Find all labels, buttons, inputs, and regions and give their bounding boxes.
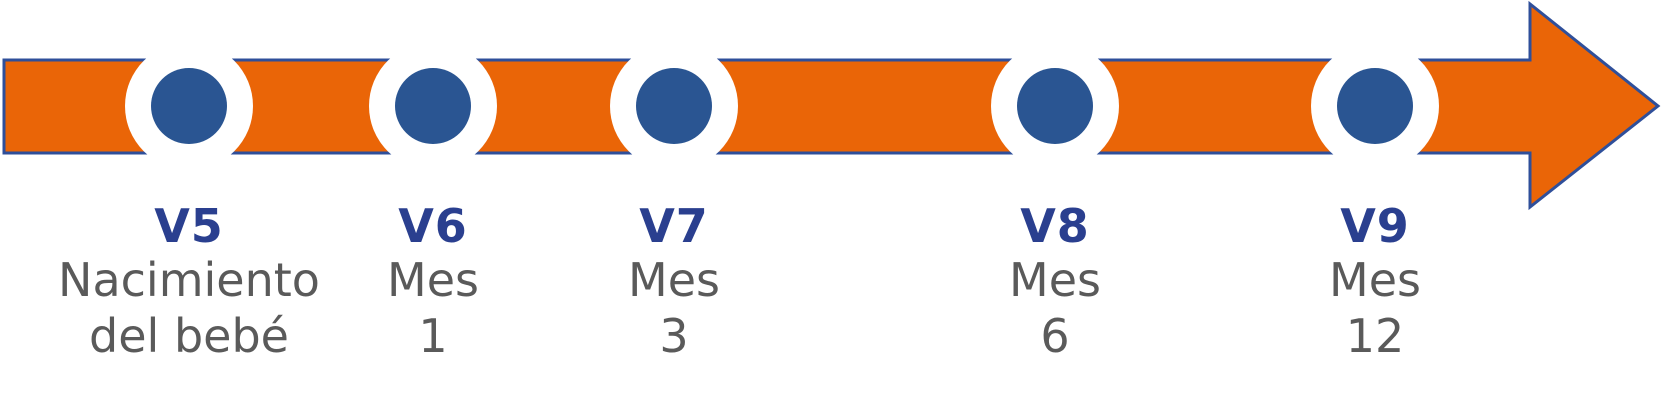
- timeline-arrow: [2, 0, 1661, 211]
- milestone-node-v7: [610, 42, 738, 170]
- milestone-node-v6: [369, 42, 497, 170]
- milestone-code: V8: [1020, 199, 1090, 253]
- milestone-dot: [1337, 68, 1413, 144]
- milestone-desc-line1: Nacimiento: [58, 253, 320, 307]
- milestone-code: V7: [639, 199, 709, 253]
- milestone-label-v7: V7 Mes 3: [524, 200, 824, 364]
- milestone-desc-line2: 12: [1345, 309, 1405, 363]
- milestone-dot: [151, 68, 227, 144]
- milestone-label-v5: V5 Nacimiento del bebé: [39, 200, 339, 364]
- milestone-desc-line2: del bebé: [89, 309, 289, 363]
- milestone-desc-line1: Mes: [628, 253, 720, 307]
- milestone-label-v8: V8 Mes 6: [905, 200, 1205, 364]
- milestone-desc-line1: Mes: [387, 253, 479, 307]
- milestone-desc-line2: 1: [418, 309, 448, 363]
- milestone-code: V6: [398, 199, 468, 253]
- milestone-node-v8: [991, 42, 1119, 170]
- milestone-node-v9: [1311, 42, 1439, 170]
- milestone-desc-line2: 3: [659, 309, 689, 363]
- milestone-dot: [636, 68, 712, 144]
- milestone-node-v5: [125, 42, 253, 170]
- milestone-label-v6: V6 Mes 1: [283, 200, 583, 364]
- milestone-desc-line1: Mes: [1329, 253, 1421, 307]
- milestone-code: V9: [1340, 199, 1410, 253]
- milestone-dot: [395, 68, 471, 144]
- milestone-desc-line2: 6: [1040, 309, 1070, 363]
- milestone-dot: [1017, 68, 1093, 144]
- milestone-dots: [125, 42, 1439, 170]
- milestone-desc-line1: Mes: [1009, 253, 1101, 307]
- milestone-code: V5: [154, 199, 224, 253]
- milestone-label-v9: V9 Mes 12: [1225, 200, 1525, 364]
